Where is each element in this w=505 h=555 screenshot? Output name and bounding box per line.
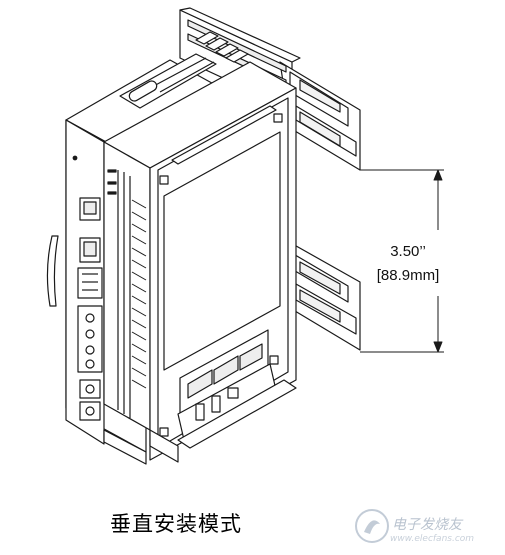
dimension-mm-label: [88.9mm] (377, 267, 440, 284)
watermark: 电子发烧友 www.elecfans.com (352, 506, 502, 546)
dimension-inch-label: 3.50’’ (390, 243, 426, 260)
watermark-text: 电子发烧友 (392, 517, 462, 533)
dimension-line (360, 169, 444, 353)
figure-caption: 垂直安装模式 (110, 512, 242, 536)
watermark-logo-icon (355, 509, 389, 543)
front-module (103, 61, 297, 463)
top-vents (119, 31, 249, 109)
watermark-url: www.elecfans.com (390, 534, 475, 544)
